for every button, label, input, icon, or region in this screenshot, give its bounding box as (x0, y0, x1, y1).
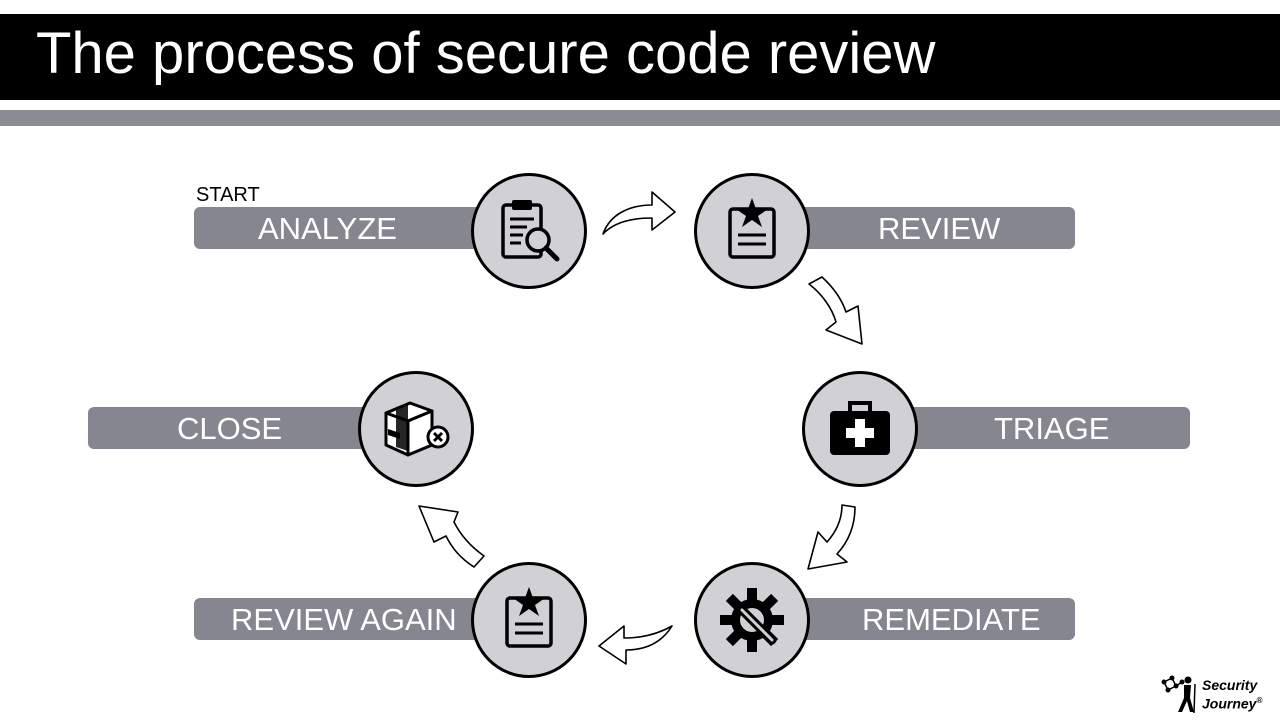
flow-arrow-review-again-to-close (418, 505, 485, 568)
brand-wordmark: Security Journey® (1202, 677, 1262, 712)
page-title-text: The process of secure code review (36, 21, 936, 86)
stage-label-close: CLOSE (177, 411, 283, 446)
brand-registered-mark: ® (1256, 695, 1263, 705)
header-divider (0, 110, 1280, 126)
stage-circle-triage (802, 371, 918, 487)
flow-arrow-triage-to-remediate (807, 504, 856, 570)
stage-label-analyze: ANALYZE (258, 211, 397, 246)
brand-logo: Security Journey® (1160, 672, 1272, 716)
brand-line1: Security (1202, 676, 1258, 693)
stage-bar-analyze: ANALYZE (194, 207, 494, 249)
stage-circle-analyze (471, 173, 587, 289)
flow-arrow-review-to-triage (808, 276, 863, 345)
stage-label-triage: TRIAGE (994, 411, 1110, 446)
closed-box-icon (384, 401, 450, 457)
flow-arrow-analyze-to-review (602, 191, 676, 235)
stage-label-review-again: REVIEW AGAIN (231, 602, 457, 637)
page-title: The process of secure code review (0, 14, 1280, 100)
stage-label-review: REVIEW (878, 211, 1001, 246)
brand-line2: Journey® (1202, 693, 1263, 712)
stage-label-remediate: REMEDIATE (862, 602, 1041, 637)
stage-bar-review-again: REVIEW AGAIN (194, 598, 494, 640)
clipboard-star-icon (728, 198, 776, 259)
stage-circle-review-again (471, 562, 587, 678)
first-aid-kit-icon (830, 401, 890, 455)
stage-bar-triage: TRIAGE (880, 407, 1190, 449)
start-label: START (196, 184, 260, 206)
stage-circle-review (694, 173, 810, 289)
clipboard-star-icon (505, 587, 553, 648)
clipboard-search-icon (501, 200, 560, 262)
stage-bar-review: REVIEW (780, 207, 1075, 249)
stage-bar-remediate: REMEDIATE (780, 598, 1075, 640)
brand-line2-text: Journey (1202, 695, 1257, 712)
stage-circle-remediate (694, 562, 810, 678)
hiker-network-icon (1161, 675, 1196, 714)
stage-bar-close: CLOSE (88, 407, 388, 449)
flow-arrow-remediate-to-review-again (598, 625, 673, 665)
gear-wrench-icon (720, 588, 784, 652)
stage-circle-close (358, 371, 474, 487)
